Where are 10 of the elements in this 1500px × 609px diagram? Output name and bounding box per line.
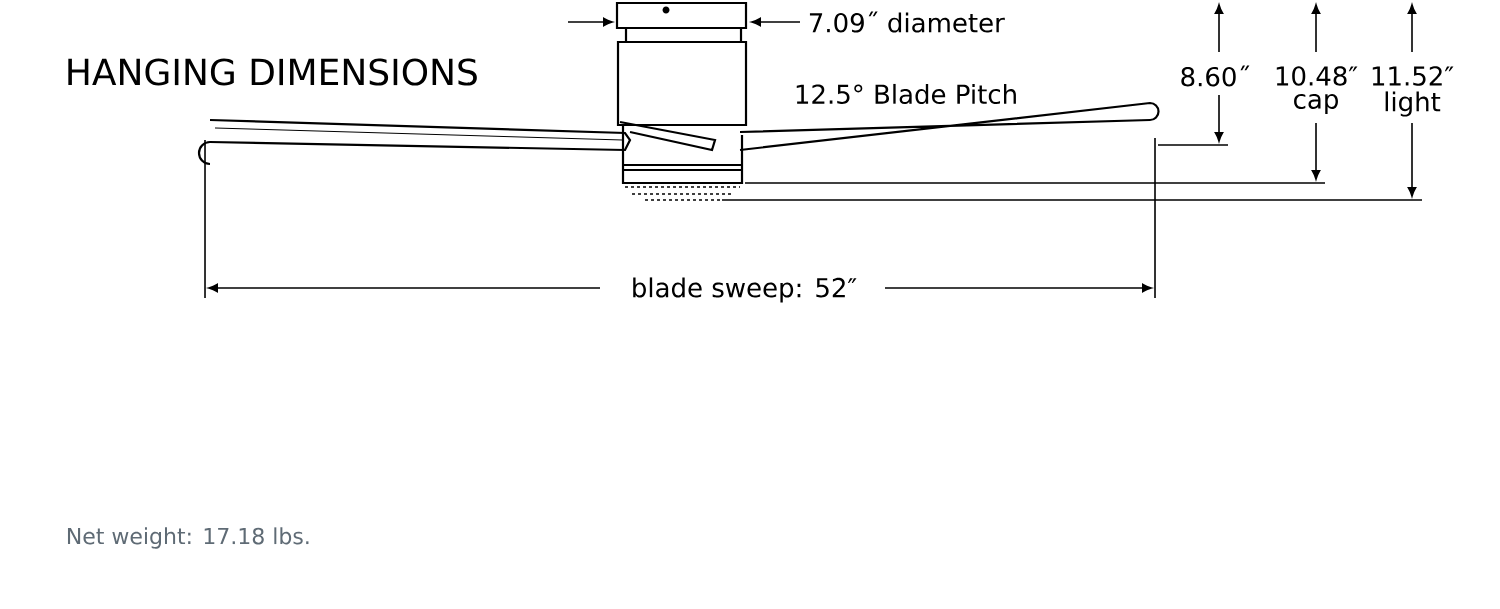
dimension-label: light (1385, 91, 1441, 117)
weight-note: Net weight: 17.18 lbs. (68, 527, 309, 549)
dimension-label: 7.09˝ diameter (809, 11, 1005, 33)
heading: HANGING DIMENSIONS (68, 58, 477, 86)
dimension-label: 10.48″ (1276, 66, 1358, 86)
dimension-label: 11.52″ (1372, 66, 1454, 86)
blade-pitch-label: 12.5° Blade Pitch (796, 83, 1016, 105)
dimension-label: cap (1294, 94, 1338, 114)
dimension-label: blade sweep: 52″ (633, 277, 857, 303)
dimension-label: 8.60˝ (1181, 65, 1250, 87)
